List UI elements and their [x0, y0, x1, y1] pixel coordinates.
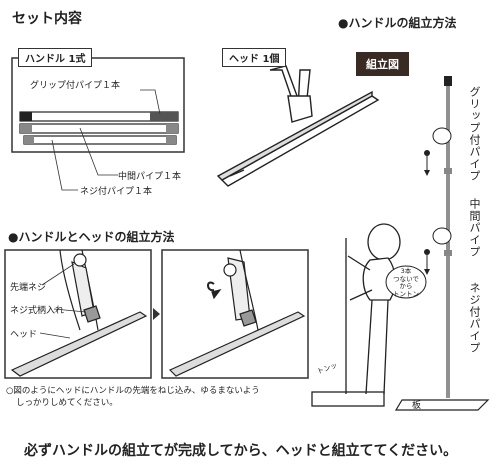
- note-line-2: しっかりしめてください。: [16, 398, 118, 408]
- head-label: ヘッド 1個: [222, 48, 287, 67]
- page-title: セット内容: [12, 11, 82, 27]
- grip-pipe-vertical-label: グリップ付パイプ: [468, 86, 481, 182]
- footer-warning: 必ずハンドルの組立てが完成してから、ヘッドと組立ててください。: [24, 443, 458, 459]
- screw-socket-label: ネジ式柄入れ: [10, 306, 65, 316]
- svg-text:トンッ: トンッ: [316, 361, 338, 376]
- callout-line-3: から: [399, 282, 413, 290]
- tip-screw-label: 先端ネジ: [10, 283, 47, 293]
- board-label: 板: [412, 401, 422, 411]
- screw-pipe-vertical-label: ネジ付パイプ: [468, 282, 481, 354]
- middle-pipe-label: 中間パイプ１本: [118, 172, 182, 182]
- screw-pipe-label: ネジ付パイプ１本: [80, 187, 153, 197]
- assembly-note: ○図のようにヘッドにハンドルの先端をねじ込み、ゆるまないよう しっかりしめてくだ…: [6, 385, 260, 409]
- middle-pipe-vertical-label: 中間パイプ: [468, 198, 481, 258]
- head-part-label: ヘッド: [10, 330, 38, 340]
- callout-line-2: つないで: [393, 274, 419, 283]
- grip-pipe-label: グリップ付パイプ１本: [30, 81, 121, 91]
- callout-line-1: 3本: [400, 267, 412, 275]
- note-line-1: ○図のようにヘッドにハンドルの先端をねじ込み、ゆるまないよう: [6, 386, 260, 396]
- callout-line-4: トントン: [393, 289, 419, 298]
- assembly-diagram-label: 組立図: [356, 52, 409, 76]
- tap-callout: 3本 つないで から トントン: [392, 267, 420, 298]
- handle-set-label: ハンドル 1式: [18, 48, 93, 67]
- handle-assembly-title: ●ハンドルの組立方法: [338, 16, 457, 30]
- head-assembly-title: ●ハンドルとヘッドの組立方法: [8, 230, 175, 244]
